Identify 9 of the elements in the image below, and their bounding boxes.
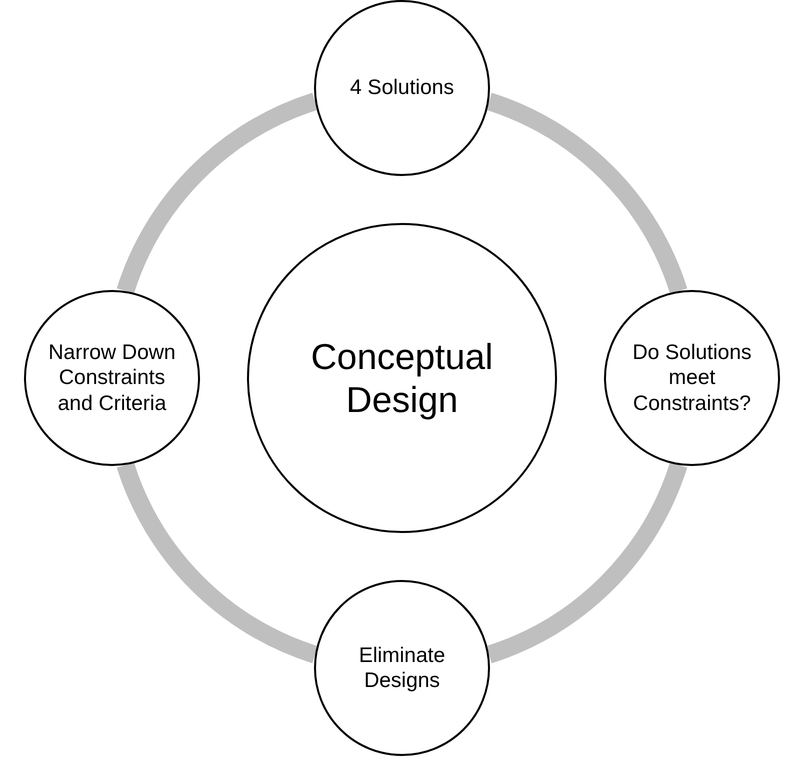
step-label: Conceptual Design	[310, 334, 494, 422]
connector-arc	[486, 92, 688, 294]
connector-arc	[486, 462, 688, 664]
connector-arc	[116, 462, 318, 664]
step-label: 4 Solutions	[350, 75, 454, 101]
step-label: Narrow Down Constraints and Criteria	[47, 340, 177, 416]
connector-arc	[116, 92, 318, 294]
step-label: Do Solutions meet Constraints?	[631, 340, 753, 416]
step-label: Eliminate Designs	[358, 642, 446, 694]
